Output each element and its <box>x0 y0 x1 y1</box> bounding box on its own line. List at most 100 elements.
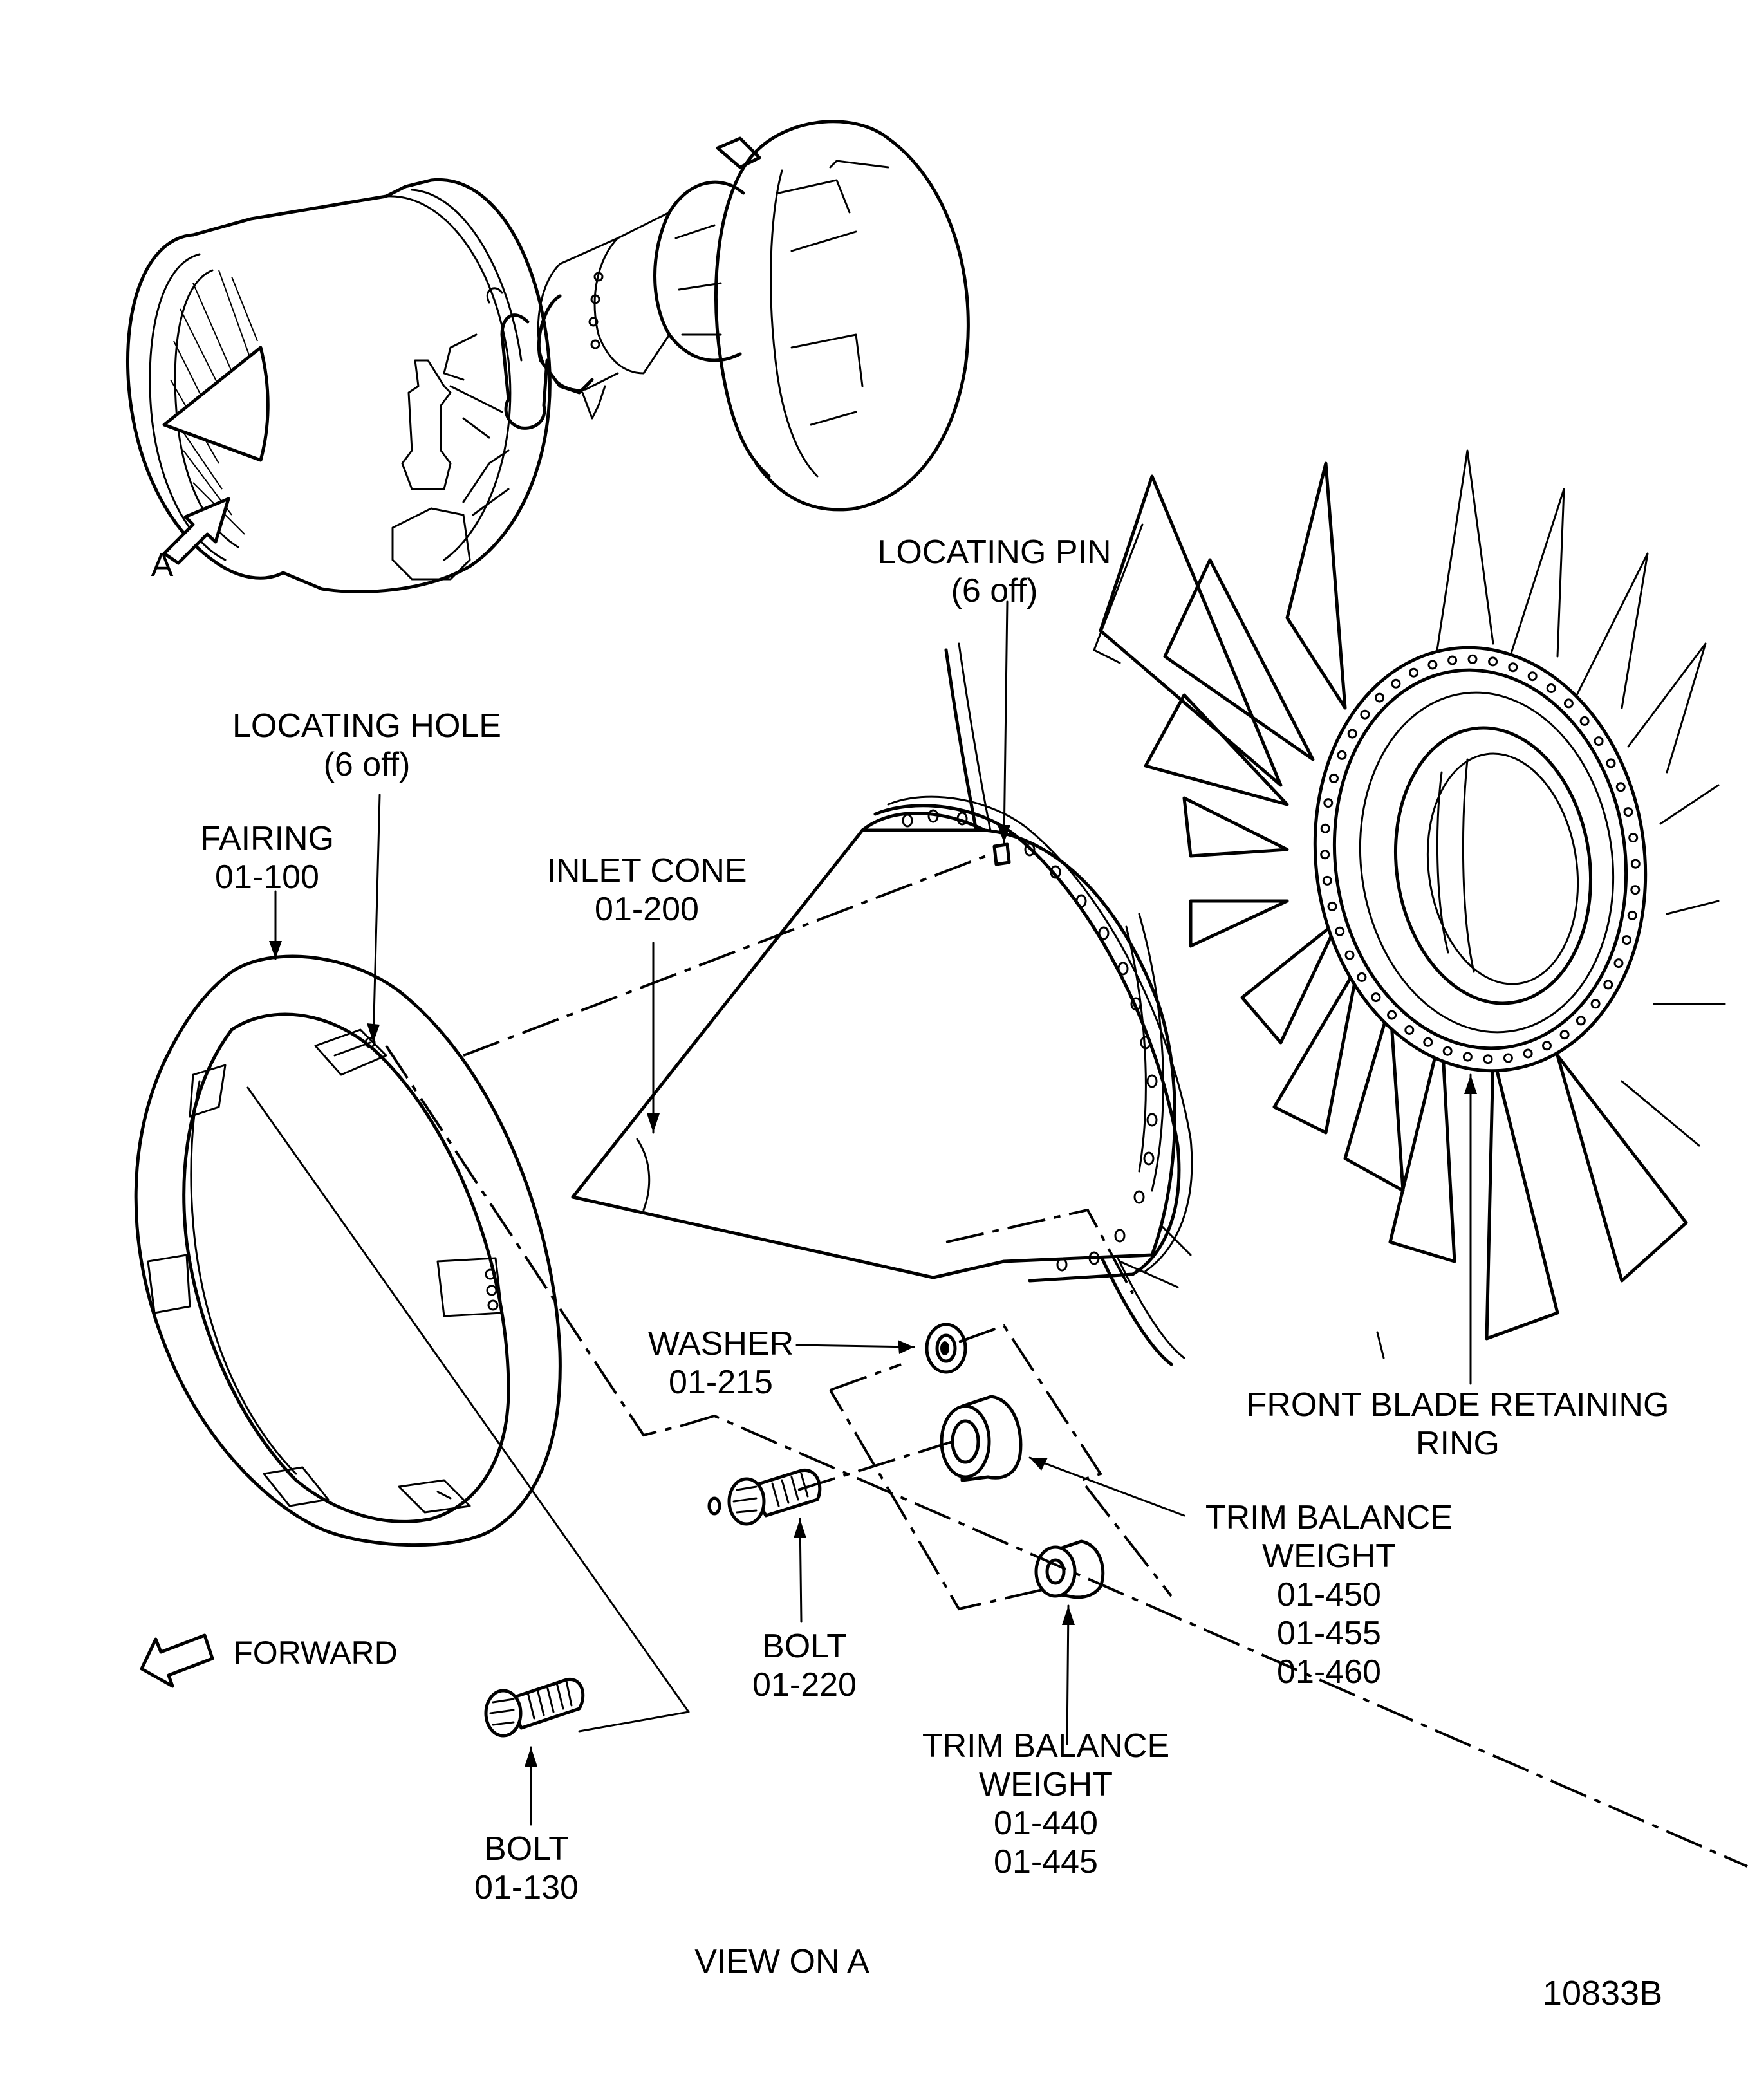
retaining-ring-bolt-hole <box>1360 709 1370 720</box>
callout-bolt-01-130: BOLT 01-130 <box>474 1830 579 1906</box>
retaining-ring-bolt-hole <box>1327 901 1337 911</box>
forward-label: FORWARD <box>233 1635 398 1671</box>
inlet-cone-flange-hole <box>1114 1229 1126 1243</box>
callout-trim-balance-weight-large: TRIM BALANCE WEIGHT 01-450 01-455 01-460 <box>1205 1499 1453 1691</box>
bolt-01-130-name: BOLT <box>484 1830 569 1868</box>
inlet-cone-flange-hole <box>1056 1258 1068 1272</box>
locating-hole-qty: (6 off) <box>324 746 411 783</box>
inlet-cone-flange-hole <box>1143 1151 1155 1166</box>
retaining-ring-bolt-hole <box>1329 773 1339 783</box>
engine-fan-casing-illustration <box>126 178 552 593</box>
retaining-ring-bolt-hole <box>1335 926 1345 936</box>
retaining-ring-bolt-hole <box>1357 972 1367 982</box>
retaining-ring-bolt-hole <box>1594 736 1604 747</box>
fan-blades <box>1099 449 1726 1359</box>
drawing-number: 10833B <box>1543 1974 1662 2012</box>
trim-weight-small-name-line1: TRIM BALANCE <box>922 1727 1169 1765</box>
inlet-cone-name: INLET CONE <box>546 852 747 889</box>
trim-weight-small-part-number: 01-440 <box>994 1805 1098 1842</box>
callout-locating-pin: LOCATING PIN (6 off) <box>877 534 1111 609</box>
inlet-cone-flange-hole <box>1117 962 1129 976</box>
retaining-ring-bolt-hole <box>1527 671 1538 682</box>
retaining-ring-bolt-hole <box>1483 1054 1493 1064</box>
inlet-cone-flange-hole <box>1140 1036 1151 1050</box>
trim-weight-small-part-number: 01-445 <box>994 1843 1098 1881</box>
inlet-cone-part-number: 01-200 <box>595 891 699 928</box>
inlet-cone-flange-hole <box>956 812 968 826</box>
engine-overview-illustration: A <box>126 120 970 593</box>
trim-balance-weight-small-illustration <box>1034 1539 1105 1599</box>
view-marker-label: A <box>151 546 174 584</box>
callout-front-blade-retaining-ring: FRONT BLADE RETAINING RING <box>1247 1386 1669 1462</box>
retaining-ring-bolt-hole <box>1427 660 1438 670</box>
inlet-cone-flange-holes <box>902 809 1158 1272</box>
retaining-ring-bolt-holes <box>1320 654 1641 1064</box>
inlet-cone-flange-hole <box>1050 865 1061 879</box>
inlet-cone-flange-hole <box>1133 1190 1145 1204</box>
inlet-cone-flange-hole <box>1098 926 1110 940</box>
trim-weight-large-name-line1: TRIM BALANCE <box>1205 1499 1453 1536</box>
retaining-ring-bolt-hole <box>1488 656 1498 667</box>
trim-balance-weight-large-illustration <box>940 1395 1023 1482</box>
trim-weight-large-part-number: 01-455 <box>1277 1615 1381 1652</box>
retaining-ring-bolt-hole <box>1622 935 1632 945</box>
washer-part-number: 01-215 <box>669 1364 773 1401</box>
inlet-cone-flange-hole <box>1146 1074 1158 1088</box>
trim-weight-small-name-line2: WEIGHT <box>979 1766 1113 1803</box>
retaining-ring-bolt-hole <box>1576 1016 1586 1026</box>
washer-illustration <box>925 1323 967 1374</box>
retaining-ring-bolt-hole <box>1628 833 1639 843</box>
retaining-ring-bolt-hole <box>1462 1052 1473 1062</box>
locating-pin-icon <box>992 842 1011 866</box>
retaining-ring-bolt-hole <box>1523 1048 1533 1059</box>
callout-trim-balance-weight-small: TRIM BALANCE WEIGHT 01-440 01-445 <box>922 1727 1169 1881</box>
callout-inlet-cone: INLET CONE 01-200 <box>546 852 747 928</box>
retaining-ring-bolt-hole <box>1563 698 1574 709</box>
locating-pin-qty: (6 off) <box>951 572 1038 609</box>
retaining-ring-bolt-hole <box>1447 655 1458 665</box>
bolt-01-130-illustration <box>484 1678 585 1738</box>
bolt-01-220-name: BOLT <box>762 1628 847 1665</box>
inlet-cone-flange-hole <box>1146 1113 1158 1127</box>
bolt-01-220-part-number: 01-220 <box>752 1666 857 1704</box>
trim-weight-large-name-line2: WEIGHT <box>1262 1538 1396 1575</box>
retaining-ring-bolt-hole <box>1503 1053 1513 1063</box>
retaining-ring-bolt-hole <box>1559 1030 1570 1040</box>
retaining-ring-bolt-hole <box>1320 850 1330 860</box>
retaining-ring-bolt-hole <box>1337 750 1347 760</box>
retaining-ring-bolt-hole <box>1627 910 1637 920</box>
retaining-ring-bolt-hole <box>1371 992 1381 1003</box>
locating-pin-name: LOCATING PIN <box>877 534 1111 571</box>
bolt-01-130-part-number: 01-130 <box>474 1869 579 1906</box>
inlet-cone-flange-hole <box>1088 1251 1100 1265</box>
retaining-ring-bolt-hole <box>1387 1010 1397 1020</box>
forward-direction-arrow-icon <box>140 1633 214 1688</box>
retaining-ring-bolt-hole <box>1375 692 1385 703</box>
retaining-ring-bolt-hole <box>1347 729 1357 739</box>
retaining-ring-bolt-hole <box>1322 875 1332 886</box>
callout-bolt-01-220: BOLT 01-220 <box>752 1628 857 1704</box>
retaining-ring-bolt-hole <box>1391 678 1401 689</box>
retaining-ring-name-line2: RING <box>1416 1425 1500 1462</box>
inlet-cone-flange-hole <box>927 809 939 823</box>
front-blade-retaining-ring-illustration <box>1313 646 1648 1073</box>
washer-name: WASHER <box>648 1325 794 1362</box>
retaining-ring-bolt-hole <box>1404 1025 1415 1035</box>
retaining-ring-bolt-hole <box>1630 885 1641 895</box>
fairing-illustration <box>134 954 562 1547</box>
inlet-cone-flange-hole <box>1024 842 1036 857</box>
inlet-cone-flange-hole <box>1130 997 1142 1011</box>
retaining-ring-bolt-hole <box>1579 716 1590 726</box>
retaining-ring-bolt-hole <box>1542 1041 1552 1051</box>
retaining-ring-bolt-hole <box>1323 798 1334 808</box>
callout-washer: WASHER 01-215 <box>648 1325 794 1401</box>
retaining-ring-bolt-hole <box>1630 859 1641 869</box>
retaining-ring-bolt-hole <box>1423 1037 1433 1047</box>
engine-core-illustration <box>443 136 761 439</box>
assembly-centre-lines <box>246 851 1748 1868</box>
retaining-ring-bolt-hole <box>1320 823 1330 833</box>
leader-lines <box>269 523 1477 1826</box>
callout-locating-hole: LOCATING HOLE (6 off) <box>232 707 501 783</box>
inlet-cone-illustration <box>571 795 1193 1283</box>
